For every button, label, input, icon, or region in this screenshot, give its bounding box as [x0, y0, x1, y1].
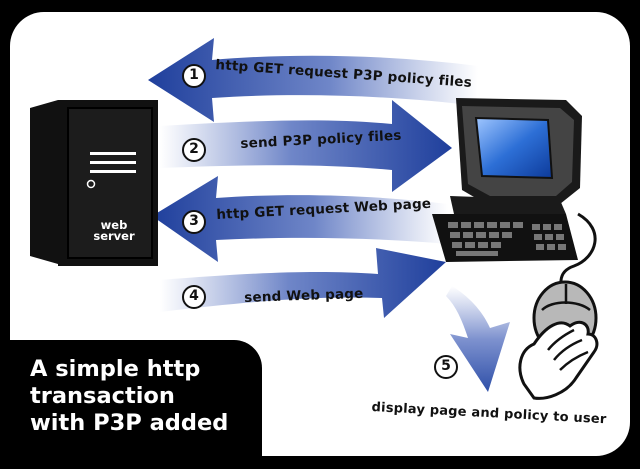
- diagram-title: A simple http transaction with P3P added: [30, 356, 260, 437]
- step-4-badge: 4: [182, 285, 206, 309]
- step-1-badge: 1: [182, 64, 206, 88]
- arrow-step-4: [160, 248, 446, 318]
- arrow-step-3: [152, 176, 448, 262]
- arrow-step-5: [446, 286, 510, 392]
- step-2-badge: 2: [182, 138, 206, 162]
- server-label: web server: [82, 218, 146, 243]
- keyboard-icon: [432, 214, 578, 262]
- title-line-1: A simple http: [30, 356, 201, 382]
- step-5-badge: 5: [434, 355, 458, 379]
- computer-icon: [450, 98, 582, 214]
- server-label-line-1: web: [100, 218, 128, 232]
- hand-icon: [518, 320, 599, 400]
- server-label-line-2: server: [93, 229, 135, 243]
- arrow-step-2: [160, 100, 452, 192]
- title-line-3: with P3P added: [30, 410, 229, 436]
- title-box: [0, 340, 262, 469]
- step-3-badge: 3: [182, 210, 206, 234]
- arrow-step-1: [148, 38, 478, 122]
- web-server-icon: [30, 100, 158, 266]
- title-line-2: transaction: [30, 383, 175, 409]
